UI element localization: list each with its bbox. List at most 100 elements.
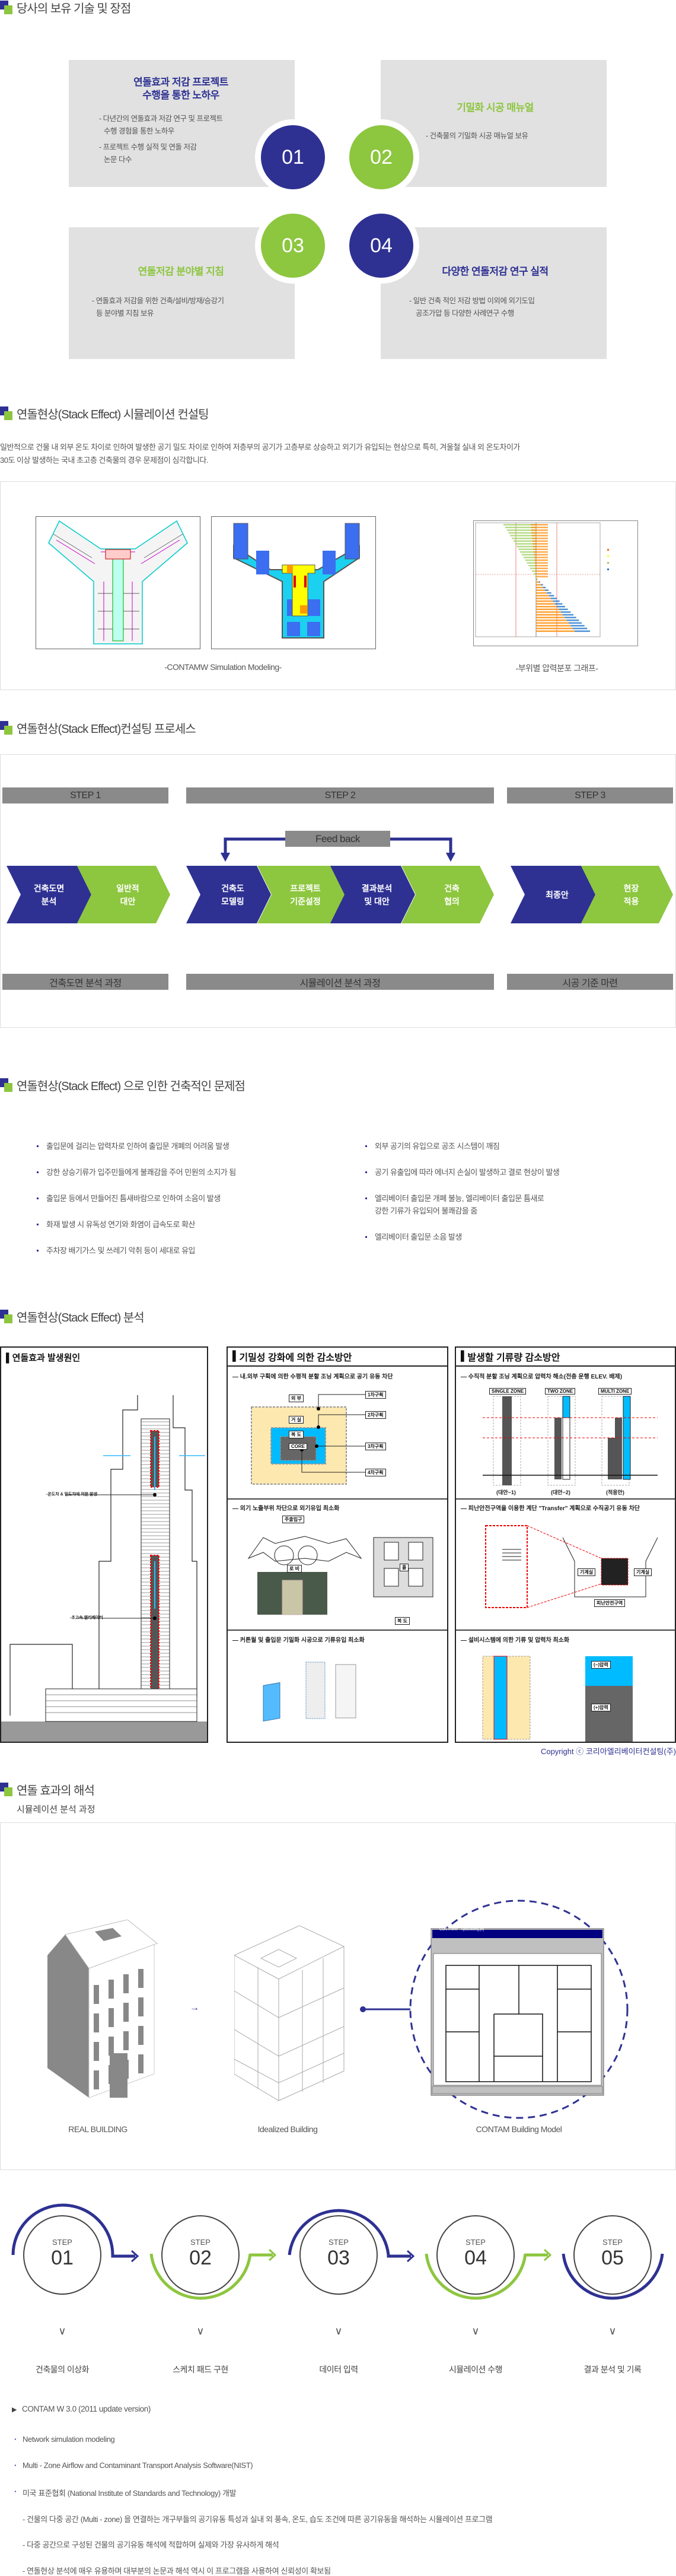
graph-bar (536, 584, 541, 586)
idealized-building-image (234, 1926, 345, 2101)
window (109, 1980, 114, 1999)
graph-bar (534, 559, 548, 561)
graph-bar (512, 538, 536, 539)
graph-bar (565, 617, 576, 618)
footer-bar-1: 건축도면 분석 과정 (2, 974, 168, 990)
model-label: CONTAM Building Model (476, 2124, 562, 2134)
graph-bar (534, 557, 548, 558)
refuge-area-label: 피난안전구역 (594, 1599, 626, 1607)
note-high-speed-elevator: -초고속 엘리베이터 (70, 1616, 103, 1620)
graph-bar (535, 573, 548, 575)
card-manual (381, 60, 607, 187)
graph-bar (534, 565, 548, 567)
subsection-title: 시뮬레이션 분석 과정 (17, 1805, 95, 1815)
footer-bar-2: 시뮬레이션 분석 과정 (186, 974, 494, 990)
graph-bar (536, 622, 569, 624)
lobby-label: 로 비 (287, 1565, 302, 1573)
block-label: 4차구획 (365, 1469, 386, 1476)
graph-bar (516, 545, 536, 548)
simulation-paragraph: 일반적으로 건물 내 외부 온도 차이로 인하여 발생한 공기 밀도 차이로 인… (0, 443, 520, 465)
copyright: Copyright ⓒ 코리아엘리베이터컨설팅(주) (540, 1747, 676, 1756)
feedback-label: Feed back (285, 831, 390, 847)
graph-bar (536, 630, 575, 632)
graph-bar (522, 554, 536, 556)
step-1-bar: STEP 1 (2, 787, 168, 803)
problem-item: 출입문에 걸리는 압력차로 인하여 출입문 개폐의 어려움 발생 (37, 1140, 229, 1152)
block-label: 1차구획 (365, 1391, 386, 1399)
section-heading-tech: 당사의 보유 기술 및 장점 (0, 0, 131, 15)
graph-bar (533, 573, 536, 575)
graph-bar (536, 579, 537, 580)
window (68, 2053, 72, 2069)
subsection-heading: — 외기 노출부위 차단으로 외기유입 최소화 (232, 1505, 340, 1512)
graph-bar (531, 526, 548, 529)
window (53, 2047, 58, 2063)
window (138, 1997, 144, 2016)
card-text: - 건축물의 기밀화 시공 매뉴얼 보유 (426, 132, 528, 140)
window (109, 2008, 114, 2027)
entrance-label: 주출입구 (282, 1516, 305, 1523)
window (94, 2013, 99, 2032)
arrow-right-icon: → (190, 2003, 199, 2013)
analysis-airtightness-panel: ▌기밀성 강화에 의한 감소방안 — 내.외부 구획에 의한 수평적 분할 조닝… (227, 1346, 448, 1743)
graph-bar (536, 589, 545, 591)
window (68, 1996, 72, 2012)
subsection-heading: — 내.외부 구획에 의한 수평적 분할 조닝 계획으로 공기 유동 차단 (232, 1374, 393, 1380)
floorplan-cad-image (36, 516, 200, 649)
graph-bar (535, 570, 548, 572)
window (123, 1974, 129, 1993)
corridor-label: 복 도 (395, 1617, 410, 1625)
zone-label: TWO ZONE (545, 1388, 576, 1395)
graph-bar (541, 584, 543, 586)
analysis-airflow-panel: ▌발생할 기류량 감소방안 — 수직적 분할 조닝 계획으로 압력차 해소(전층… (455, 1346, 676, 1743)
alt-label: (대안−1) (496, 1489, 516, 1495)
caption-contamw: -CONTAMW Simulation Modeling- (164, 662, 282, 672)
graph-bar (536, 598, 551, 599)
zone-label: SINGLE ZONE (489, 1388, 527, 1395)
pressure-graph-image (473, 520, 638, 646)
divider (228, 1498, 447, 1500)
alt-label: (대안−2) (551, 1489, 570, 1495)
step-label: 시뮬레이션 수행 (448, 2365, 503, 2374)
graph-bar (534, 562, 548, 564)
window (109, 2037, 114, 2056)
graph-bar (566, 620, 579, 621)
vertical-zoning-diagrams (482, 1396, 658, 1742)
chevron-down-icon: ∨ (58, 2325, 66, 2337)
window-title: CONTAMW - AptBuilding.prj (439, 1928, 484, 1932)
graph-bar (536, 581, 539, 583)
zone-label: 거 실 (289, 1416, 304, 1424)
graph-bar (510, 535, 536, 536)
problem-item: 출입문 등에서 만들어진 틈새바람으로 인하여 소음이 발생 (37, 1192, 221, 1205)
window (53, 1990, 58, 2006)
heading-square-icon (0, 1078, 13, 1092)
panel-title: ▌연돌효과 발생원인 (6, 1353, 81, 1363)
card-title: 다양한 연돌저감 연구 실적 (442, 266, 549, 277)
graph-bar (536, 592, 547, 594)
graph-bar (535, 576, 548, 577)
heading-square-icon (0, 406, 13, 420)
chevron-down-icon: ∨ (334, 2325, 343, 2337)
section-heading-process: 연돌현상(Stack Effect)컨설팅 프로세스 (0, 720, 196, 736)
subsection-heading: — 수직적 분할 조닝 계획으로 압력차 해소(전층 운행 ELEV. 배제) (461, 1374, 623, 1380)
graph-bar (533, 548, 548, 550)
graph-bar (508, 532, 536, 534)
zone-label: MULTI ZONE (598, 1388, 632, 1395)
divider (456, 1630, 675, 1631)
graph-bar (536, 586, 543, 589)
graph-bar (560, 611, 571, 613)
graph-bar (520, 551, 536, 553)
section-heading-interpretation: 연돌 효과의 해석 (0, 1782, 95, 1797)
graph-bar (536, 625, 571, 627)
zone-label: 복 도 (289, 1431, 304, 1438)
graph-bar (503, 524, 536, 526)
hall-label: 홀 (400, 1564, 409, 1571)
subsection-heading: — 설비시스템에 의한 기류 및 압력차 최소화 (461, 1637, 570, 1644)
problem-item: 공기 유출입에 따라 에너지 손실이 발생하고 결로 현상이 발생 (365, 1166, 560, 1179)
model-label: REAL BUILDING (68, 2124, 127, 2134)
